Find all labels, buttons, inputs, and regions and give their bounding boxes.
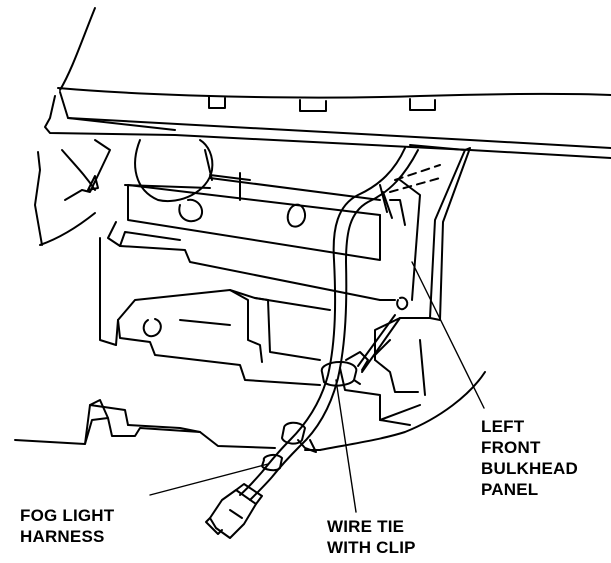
leader-fog-harness xyxy=(149,463,269,496)
fog-light-connector xyxy=(205,483,263,539)
leader-wire-tie xyxy=(335,379,357,513)
leader-bulkhead xyxy=(411,261,485,409)
label-line: WITH CLIP xyxy=(327,538,416,557)
wire-tie-with-clip-label: WIRE TIE WITH CLIP xyxy=(327,516,416,558)
hidden-harness-dashes xyxy=(389,164,441,193)
leader-lines xyxy=(149,261,485,513)
label-line: LEFT xyxy=(481,417,525,436)
label-line: PANEL xyxy=(481,480,539,499)
lower-support-structure xyxy=(99,237,331,386)
wire-tie-clip-lower xyxy=(261,421,317,472)
label-line: HARNESS xyxy=(20,527,105,546)
wire-tie-clip-upper xyxy=(320,314,401,387)
cross-member xyxy=(107,172,381,301)
label-line: BULKHEAD xyxy=(481,459,578,478)
left-fender-structure xyxy=(34,139,111,246)
hood-tabs xyxy=(208,96,436,112)
fog-light-harness-label: FOG LIGHT HARNESS xyxy=(20,505,114,547)
label-line: FOG LIGHT xyxy=(20,506,115,525)
bulkhead-panel xyxy=(374,144,471,361)
label-line: FRONT xyxy=(481,438,541,457)
lower-right-structure xyxy=(339,339,426,426)
fog-light-harness-wire xyxy=(239,147,419,501)
hood-outline xyxy=(44,7,611,159)
lower-body-outline xyxy=(14,399,321,451)
left-front-bulkhead-panel-label: LEFT FRONT BULKHEAD PANEL xyxy=(481,416,578,500)
label-line: WIRE TIE xyxy=(327,517,405,536)
